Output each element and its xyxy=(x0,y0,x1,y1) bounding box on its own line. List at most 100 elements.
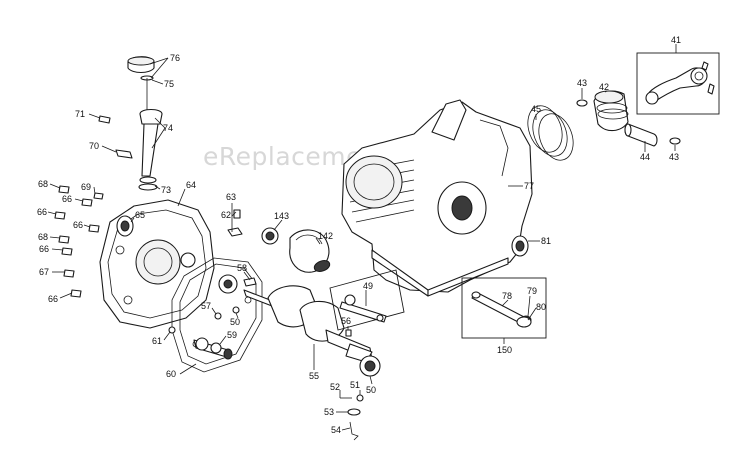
leader-50-lower xyxy=(369,375,373,385)
main-bearing-50-inner xyxy=(364,360,376,372)
leader-143 xyxy=(273,219,283,231)
leader-80 xyxy=(527,307,537,321)
washer-53[interactable] xyxy=(336,408,361,416)
oil-fill-oring xyxy=(139,176,157,184)
camshaft-lobe-1 xyxy=(195,337,209,351)
cam-side-edge xyxy=(479,119,509,177)
governor-parts-63[interactable] xyxy=(227,203,243,237)
washer-51-body xyxy=(356,394,364,402)
gasket-outline-outer xyxy=(171,257,263,373)
leader-75 xyxy=(151,79,164,85)
oil-fill-tube-top xyxy=(139,108,163,125)
leader-66-b xyxy=(47,211,57,215)
washer-50-upper[interactable] xyxy=(232,306,240,319)
gasket-outline-inner xyxy=(179,263,257,365)
leader-66-a xyxy=(74,198,84,202)
part-63-body xyxy=(227,227,243,237)
bolt-66-b-body xyxy=(54,211,66,220)
bearing-143[interactable] xyxy=(261,219,283,245)
clamp-70-body xyxy=(115,149,133,159)
cover-bolt-hole-1 xyxy=(123,295,133,305)
bolt-66-d[interactable] xyxy=(51,247,73,256)
balancer-142[interactable] xyxy=(289,229,331,273)
oil-seal-81[interactable] xyxy=(511,235,540,257)
bolt-66-a[interactable] xyxy=(74,198,93,207)
bolt-69[interactable] xyxy=(93,186,104,200)
seal-65-inner xyxy=(120,220,130,232)
leader-69 xyxy=(93,186,96,195)
leader-61 xyxy=(163,331,171,341)
block-base-right xyxy=(427,257,509,297)
pin-58[interactable] xyxy=(243,271,257,287)
bolt-71[interactable] xyxy=(88,113,111,124)
callout-60: 60 xyxy=(166,369,176,379)
governor-gear xyxy=(344,294,356,306)
governor-assembly[interactable] xyxy=(329,269,405,331)
oil-fill-seal xyxy=(138,183,158,191)
bolt-67[interactable] xyxy=(52,269,75,278)
piston-pin-clip-right[interactable] xyxy=(669,137,681,151)
callout-56: 56 xyxy=(341,316,351,326)
spring-54[interactable] xyxy=(341,421,359,441)
bolt-66-c[interactable] xyxy=(83,224,100,233)
callout-66-d: 66 xyxy=(39,244,49,254)
bolt-66-e[interactable] xyxy=(59,289,82,299)
oil-dipstick-assembly[interactable] xyxy=(127,56,169,191)
callout-44: 44 xyxy=(640,152,650,162)
crank-bearing-58[interactable] xyxy=(218,274,238,294)
bolt-66-b[interactable] xyxy=(47,211,66,220)
bolt-68-lower[interactable] xyxy=(49,235,70,244)
camshaft-end xyxy=(223,348,233,360)
piston-ring-groove-2 xyxy=(597,108,629,120)
cover-bolt-hole-2 xyxy=(115,245,125,255)
leader-60 xyxy=(179,363,197,375)
leader-78 xyxy=(501,299,509,307)
bolt-68-lower-body xyxy=(58,235,70,244)
cylinder-block[interactable] xyxy=(341,99,533,297)
part-62-body xyxy=(233,209,241,219)
callout-76: 76 xyxy=(170,53,180,63)
callout-50-upper: 50 xyxy=(230,317,240,327)
callout-63: 63 xyxy=(226,192,236,202)
piston[interactable] xyxy=(593,90,629,132)
bolt-68-upper-body xyxy=(58,185,70,194)
connecting-rod-small-end xyxy=(690,67,708,85)
pin-52[interactable] xyxy=(339,390,352,399)
cover-governor-boss xyxy=(180,252,196,268)
bolt-71-body xyxy=(98,115,111,124)
crankshaft[interactable] xyxy=(243,285,373,370)
callout-45: 45 xyxy=(531,104,541,114)
leader-68-lower xyxy=(49,236,61,239)
part-56[interactable] xyxy=(345,326,352,337)
crankcase-cover[interactable] xyxy=(99,188,215,329)
leader-66-d xyxy=(51,248,64,251)
callout-66-c: 66 xyxy=(73,220,83,230)
balancer-shaft-assembly[interactable] xyxy=(461,277,547,344)
main-bearing-50[interactable] xyxy=(359,355,381,385)
clamp-70[interactable] xyxy=(101,145,133,159)
leader-142 xyxy=(315,237,321,245)
callout-61: 61 xyxy=(152,336,162,346)
bearing-58-inner xyxy=(223,279,233,289)
pin-61[interactable] xyxy=(163,326,176,341)
connecting-rod-assembly[interactable] xyxy=(636,44,720,115)
callout-142: 142 xyxy=(318,231,333,241)
oil-seal-65[interactable] xyxy=(116,215,135,237)
washer-51[interactable] xyxy=(356,390,364,402)
leader-66-e xyxy=(59,292,73,299)
crankcase-main-bore xyxy=(451,195,473,221)
washer-57[interactable] xyxy=(211,307,222,320)
camshaft[interactable] xyxy=(193,335,233,360)
piston-pin[interactable] xyxy=(624,123,658,152)
rod-bolt-1 xyxy=(701,61,709,71)
piston-pin-end xyxy=(624,123,632,137)
leader-70 xyxy=(101,145,117,153)
leader-42 xyxy=(604,90,608,93)
piston-pin-clip-left[interactable] xyxy=(576,88,588,107)
callout-66-a: 66 xyxy=(62,194,72,204)
piston-ring-set[interactable] xyxy=(522,101,579,165)
leader-50-upper xyxy=(235,312,239,319)
piston-ring-groove-1 xyxy=(596,102,628,114)
bolt-68-upper[interactable] xyxy=(49,183,70,194)
